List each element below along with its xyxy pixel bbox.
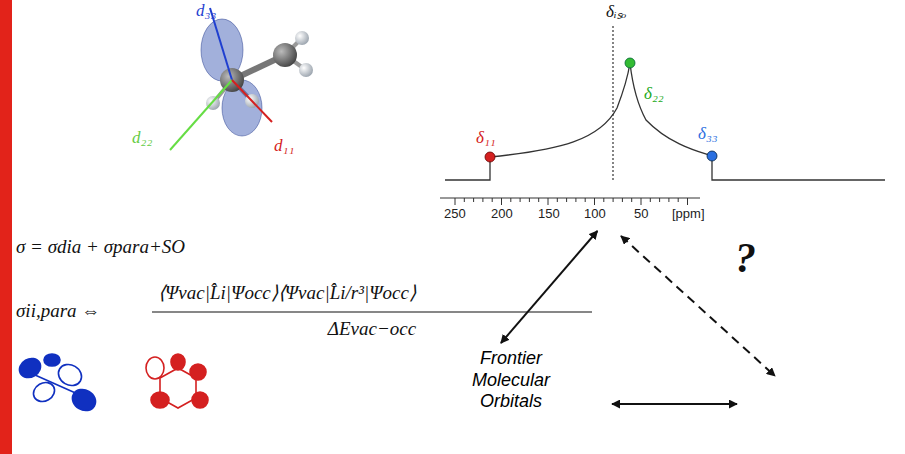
formula: σii,para ⇔: [16, 300, 100, 322]
concept-box: Frontier Molecular Orbitals: [448, 346, 574, 415]
red-bar: [0, 0, 12, 454]
formula-numerator: ⟨Ψvac|L̂i|Ψocc⟩⟨Ψvac|L̂i/r³|Ψocc⟩: [158, 282, 416, 304]
formula-denominator: ΔEvac−occ: [328, 318, 416, 340]
concept-text: Frontier Molecular Orbitals: [448, 346, 574, 415]
question-mark: ?: [735, 234, 756, 282]
double-arrow: [501, 231, 597, 343]
axis-label: d₃₃: [196, 1, 216, 21]
orbital-red: [146, 354, 208, 408]
axis-label: d₁₁: [274, 136, 294, 156]
orbital-blue: [16, 354, 99, 415]
shift-label: δ₃₃: [698, 124, 718, 144]
molecule: [170, 8, 313, 150]
tick-number: 200: [491, 207, 513, 222]
formula: σ = σdia + σpara+SO: [16, 236, 185, 258]
spectrum: [440, 26, 885, 205]
tick-number: 100: [584, 207, 606, 222]
shift-label: δ₁₁: [476, 128, 496, 148]
double-arrow: [612, 403, 737, 405]
tick-number: 50: [634, 207, 648, 222]
tick-number: 150: [538, 207, 560, 222]
shift-label: δ₂₂: [644, 84, 664, 104]
shift-label: δᵢₛₒ: [606, 2, 626, 22]
axis-label: d₂₂: [132, 128, 152, 148]
spectrum-panel: δᵢₛₒ δ₁₁ δ₂₂ δ₃₃: [430, 0, 895, 228]
unit-label: [ppm]: [672, 207, 705, 222]
tick-number: 250: [444, 207, 466, 222]
